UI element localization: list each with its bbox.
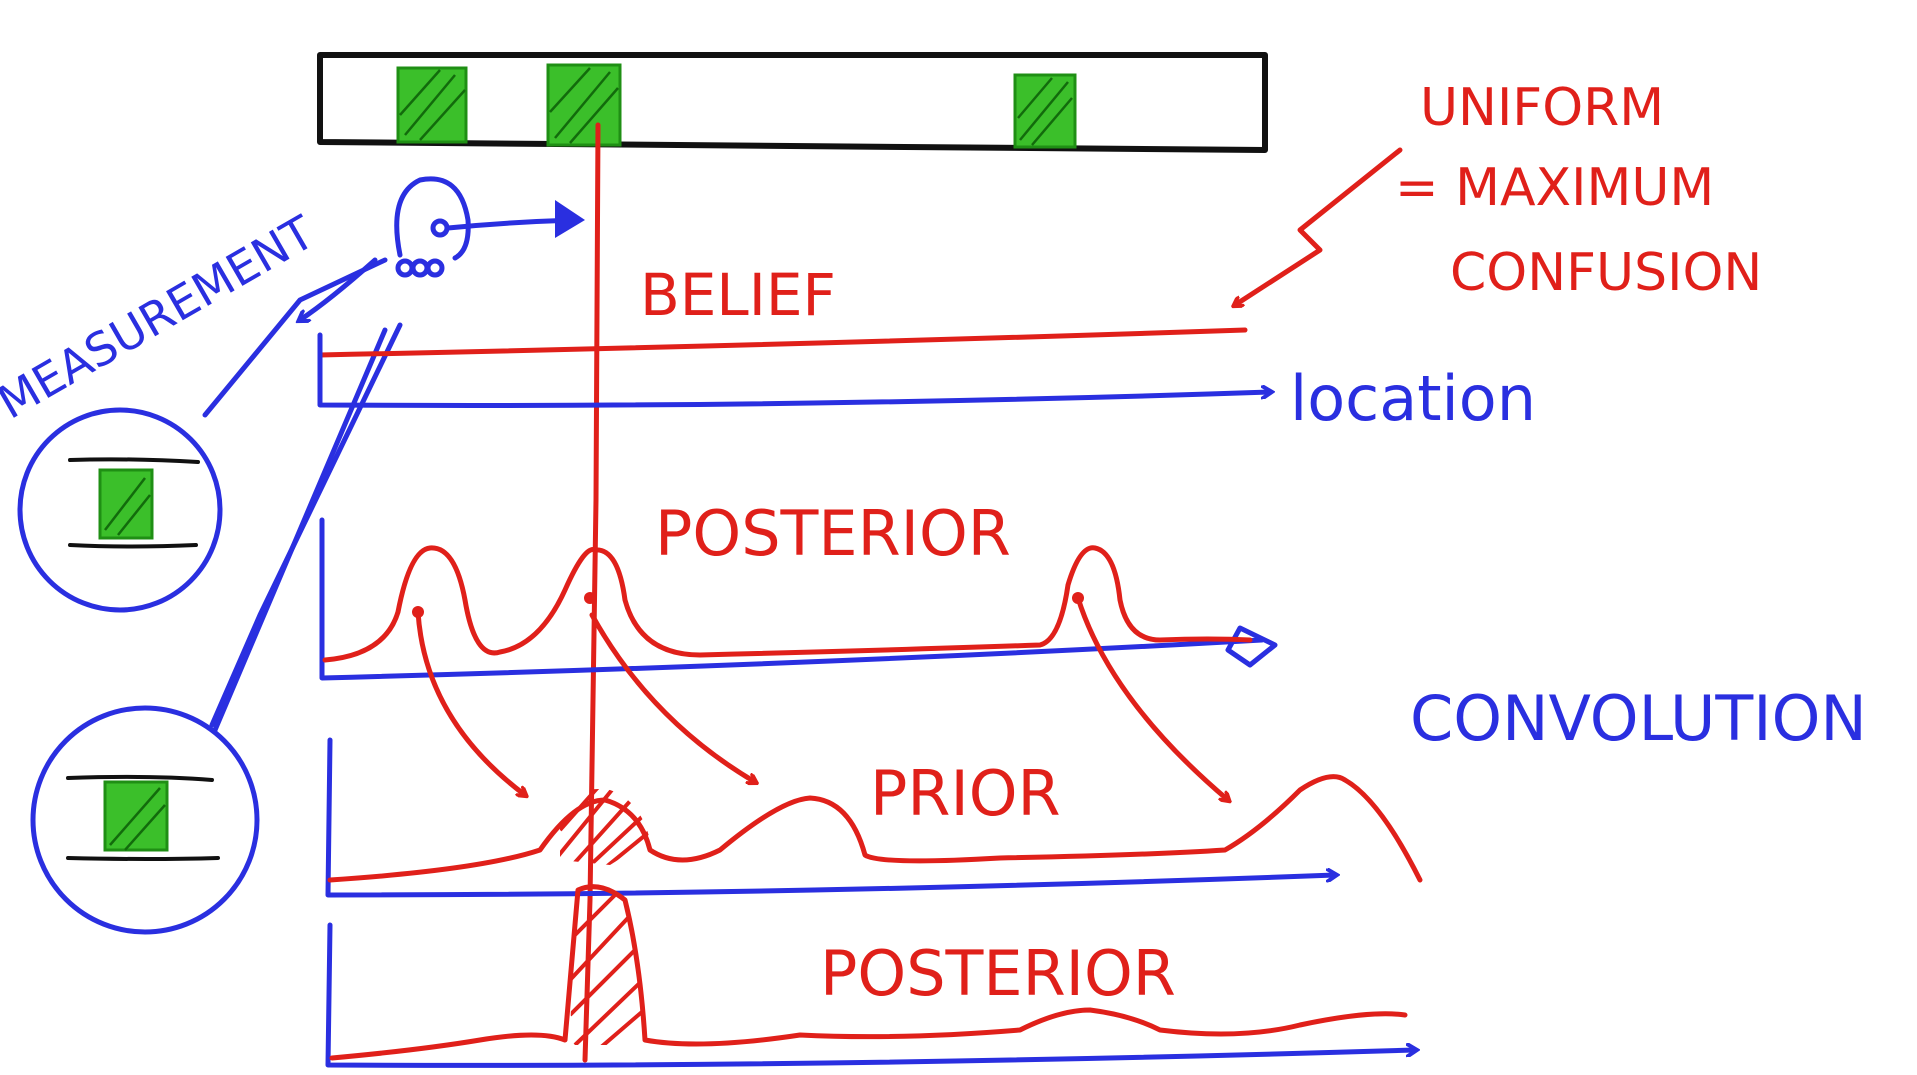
prior-label: PRIOR — [870, 757, 1061, 830]
posterior-curve-1 — [322, 545, 1253, 663]
shift-arrow — [589, 612, 755, 782]
shift-arrow — [1075, 595, 1228, 800]
door-icon — [396, 66, 468, 144]
uniform-pointer-arrow — [1235, 147, 1403, 305]
maximum-label: = MAXIMUM — [1395, 158, 1714, 218]
posterior-peak-hatch — [570, 888, 645, 1045]
uniform-label: UNIFORM — [1420, 78, 1664, 138]
location-label: location — [1290, 362, 1536, 435]
posterior-axis-2 — [325, 922, 1415, 1068]
shift-arrow — [415, 609, 525, 795]
door-icon — [98, 468, 154, 540]
posterior-axis-1 — [319, 517, 1265, 681]
prior-peak-hatch — [560, 789, 650, 865]
belief-axis — [317, 332, 1270, 408]
door-icon — [103, 780, 169, 852]
belief-label: BELIEF — [640, 261, 836, 329]
measurement-door-bubble — [17, 407, 223, 613]
uniform-belief-curve — [317, 327, 1248, 358]
convolution-label: CONVOLUTION — [1410, 682, 1867, 755]
door-icon — [546, 63, 622, 147]
measurement-label: MEASUREMENT — [0, 205, 324, 430]
confusion-label: CONFUSION — [1450, 243, 1762, 303]
door-icon — [1013, 73, 1077, 149]
posterior-label-1: POSTERIOR — [655, 497, 1011, 570]
posterior-curve-2 — [329, 884, 1408, 1061]
arrow-icon — [555, 200, 585, 238]
posterior-label-2: POSTERIOR — [820, 937, 1176, 1010]
measurement-door-bubble — [30, 705, 260, 935]
robot-position-line — [582, 122, 601, 1063]
prior-axis — [325, 737, 1335, 898]
